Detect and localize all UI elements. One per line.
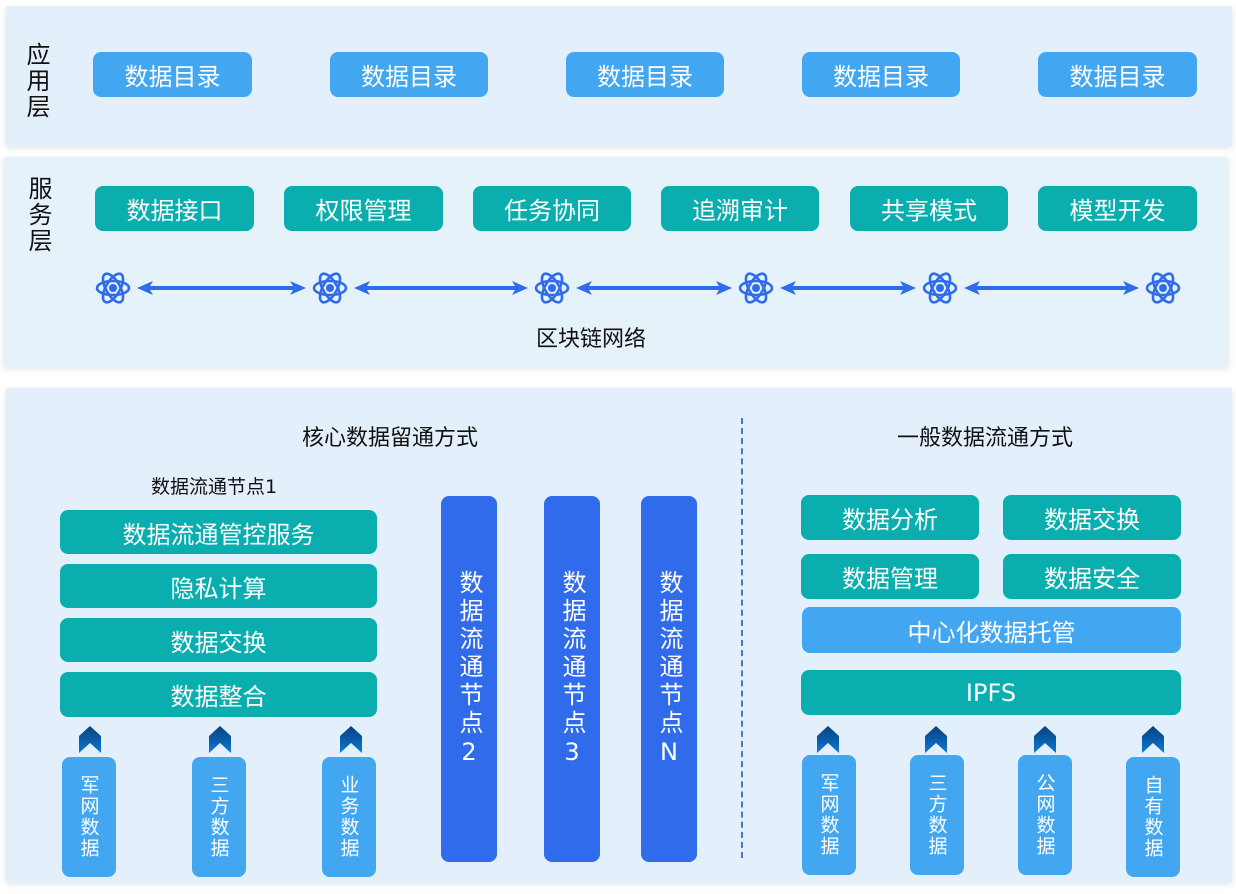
task-collaboration-button[interactable]: 任务协同 [473,186,631,231]
data-exchange-button[interactable]: 数据交换 [1003,495,1181,540]
privacy-computing[interactable]: 隐私计算 [60,564,377,608]
application-layer-label: 应用层 [22,42,50,120]
service-layer-label: 服务层 [24,176,52,254]
up-chevron-icon [1034,726,1056,753]
up-chevron-icon [340,726,362,753]
up-chevron-icon [817,726,839,753]
up-chevron-icon [79,726,101,753]
up-chevron-icon [209,726,231,753]
source-own-data[interactable]: 自有数据 [1126,757,1180,877]
atom-icon [95,270,131,306]
source-military-data[interactable]: 军网数据 [62,757,116,877]
trace-audit-button[interactable]: 追溯审计 [661,186,819,231]
source-third-party-data-general[interactable]: 三方数据 [910,755,964,875]
data-interface-button[interactable]: 数据接口 [95,186,254,231]
general-flow-title: 一般数据流通方式 [896,426,1074,451]
up-chevron-icon [925,726,947,753]
bidirectional-arrow-icon [964,280,1139,296]
flow-node-n[interactable]: 数据流通节点N [641,496,697,862]
section-divider [741,418,743,858]
atom-icon [738,270,774,306]
atom-icon [312,270,348,306]
data-management-button[interactable]: 数据管理 [801,554,979,599]
source-public-network-data[interactable]: 公网数据 [1018,755,1072,875]
atom-icon [1145,270,1181,306]
data-catalog-button-4[interactable]: 数据目录 [802,52,960,97]
data-integration[interactable]: 数据整合 [60,672,377,717]
source-third-party-data[interactable]: 三方数据 [192,757,246,877]
source-business-data[interactable]: 业务数据 [322,757,376,877]
data-catalog-button-5[interactable]: 数据目录 [1038,52,1197,97]
atom-icon [534,270,570,306]
node1-title: 数据流通节点1 [150,476,278,498]
model-development-button[interactable]: 模型开发 [1038,186,1197,231]
atom-icon [922,270,958,306]
source-military-data-general[interactable]: 军网数据 [802,755,856,875]
bidirectional-arrow-icon [780,280,916,296]
data-analysis-button[interactable]: 数据分析 [801,495,979,540]
up-chevron-icon [1142,726,1164,753]
data-security-button[interactable]: 数据安全 [1003,554,1181,599]
centralized-hosting-button[interactable]: 中心化数据托管 [802,607,1181,653]
flow-node-3[interactable]: 数据流通节点3 [544,496,600,862]
data-catalog-button-3[interactable]: 数据目录 [566,52,724,97]
data-exchange-core[interactable]: 数据交换 [60,618,377,662]
ipfs-button[interactable]: IPFS [801,670,1181,715]
sharing-mode-button[interactable]: 共享模式 [850,186,1008,231]
bidirectional-arrow-icon [576,280,732,296]
bidirectional-arrow-icon [354,280,528,296]
flow-control-service[interactable]: 数据流通管控服务 [60,510,377,554]
bidirectional-arrow-icon [137,280,306,296]
data-catalog-button-1[interactable]: 数据目录 [93,52,252,97]
blockchain-network-label: 区块链网络 [535,327,647,352]
data-catalog-button-2[interactable]: 数据目录 [330,52,488,97]
core-flow-title: 核心数据留通方式 [301,426,479,451]
flow-node-2[interactable]: 数据流通节点2 [441,496,497,862]
permission-management-button[interactable]: 权限管理 [284,186,443,231]
